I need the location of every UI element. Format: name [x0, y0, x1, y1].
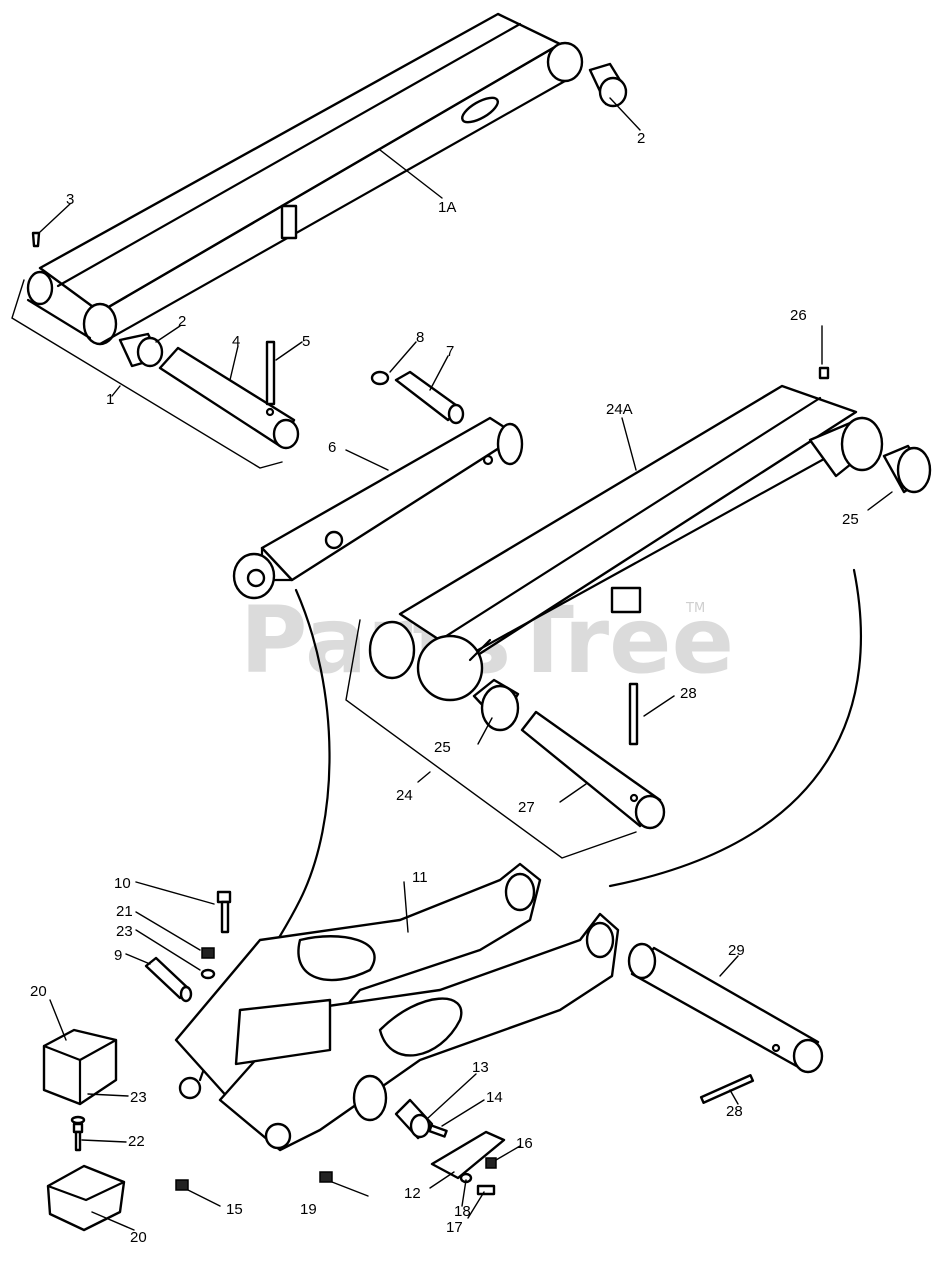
callout-11: 11	[412, 869, 428, 886]
bolt-10	[216, 890, 232, 934]
callout-3: 3	[66, 191, 74, 208]
plate-12	[430, 1130, 506, 1180]
callout-18: 18	[454, 1203, 471, 1220]
callout-15: 15	[226, 1201, 243, 1218]
roll-pin-28-lower	[699, 1074, 755, 1104]
callout-24a: 24A	[606, 401, 633, 418]
callout-20-upper: 20	[30, 983, 47, 1000]
callout-28-lower: 28	[726, 1103, 743, 1120]
pivot-pin-29	[627, 942, 824, 1074]
callout-16: 16	[516, 1135, 533, 1152]
callout-29: 29	[728, 942, 745, 959]
callout-labels: 3 2 1A 2 4 5 1 8 7 6 24A 26 25 25 28 24 …	[30, 130, 859, 1246]
callout-4: 4	[232, 333, 240, 350]
callout-8: 8	[416, 329, 424, 346]
nut-21	[201, 947, 215, 959]
callout-6: 6	[328, 439, 336, 456]
callout-14: 14	[486, 1089, 503, 1106]
washer-23-upper	[200, 968, 216, 980]
callout-19: 19	[300, 1201, 317, 1218]
hydraulic-cylinder-6	[232, 370, 524, 600]
callout-10: 10	[114, 875, 131, 892]
callout-25-right: 25	[842, 511, 859, 528]
callout-23-lower: 23	[130, 1089, 147, 1106]
lift-arm-upper	[26, 12, 584, 346]
callout-1: 1	[106, 391, 114, 408]
callout-21: 21	[116, 903, 133, 920]
washer-8	[370, 370, 390, 386]
callout-1a: 1A	[438, 199, 456, 216]
leader-lines	[39, 97, 893, 1231]
screw-14	[428, 1124, 448, 1138]
nut-19	[319, 1171, 333, 1183]
nut-15	[175, 1179, 189, 1191]
bushing-13	[394, 1098, 434, 1140]
washer-23-lower	[70, 1115, 86, 1125]
callout-2-left: 2	[178, 313, 186, 330]
roll-pin-5	[265, 340, 276, 406]
callout-2-upper: 2	[637, 130, 645, 147]
callout-7: 7	[446, 343, 454, 360]
bushing-2-left	[118, 332, 164, 368]
mount-frame-11	[174, 862, 620, 1152]
callout-9: 9	[114, 947, 122, 964]
bolt-17	[476, 1184, 496, 1196]
callout-26: 26	[790, 307, 807, 324]
lift-arm-lower	[368, 384, 884, 702]
bushing-2-upper	[588, 62, 628, 108]
callout-24: 24	[396, 787, 413, 804]
callout-20-lower: 20	[130, 1229, 147, 1246]
grease-fitting-3	[31, 231, 41, 248]
nut-16	[485, 1157, 497, 1169]
roll-pin-28-upper	[628, 682, 639, 746]
callout-12: 12	[404, 1185, 421, 1202]
pivot-pin-4	[158, 346, 300, 450]
callout-17: 17	[446, 1219, 463, 1236]
callout-13: 13	[472, 1059, 489, 1076]
callout-28-upper: 28	[680, 685, 697, 702]
bolt-22	[72, 1122, 84, 1152]
callout-27: 27	[518, 799, 535, 816]
pivot-pin-27	[520, 710, 666, 830]
isolator-mount-20-upper	[42, 1028, 118, 1106]
callout-23-upper: 23	[116, 923, 133, 940]
callout-5: 5	[302, 333, 310, 350]
callout-25-lower: 25	[434, 739, 451, 756]
isolator-mount-20-lower	[46, 1164, 126, 1232]
watermark-trademark: TM	[685, 601, 705, 616]
grease-fitting-26	[818, 366, 830, 380]
callout-22: 22	[128, 1133, 145, 1150]
pin-9	[144, 956, 193, 1003]
bushing-25-right	[882, 444, 932, 494]
